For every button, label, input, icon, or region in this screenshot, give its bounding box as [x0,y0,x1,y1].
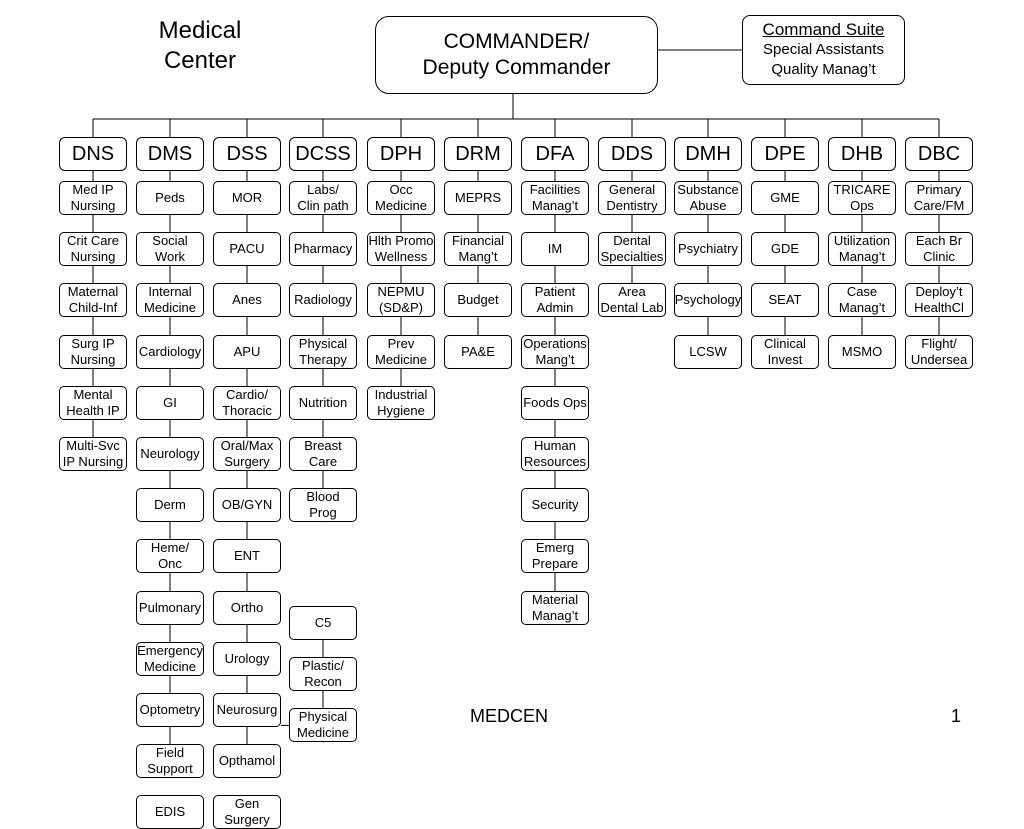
unit-multi-svc-ip-nursing: Multi-Svc IP Nursing [59,437,127,471]
unit-deploy-t-healthcl: Deploy’t HealthCl [905,283,973,318]
unit-cardiology: Cardiology [136,334,204,369]
unit-edis: EDIS [136,795,204,829]
page-number: 1 [951,706,962,726]
unit-patient-admin: Patient Admin [521,283,589,318]
unit-ortho: Ortho [213,590,281,625]
unit-mor: MOR [213,181,281,215]
unit-budget: Budget [444,283,512,318]
commander-box: COMMANDER/ Deputy Commander [375,16,658,94]
chart-title: Medical Center [158,17,242,74]
header-drm: DRM [444,137,512,171]
unit-pa-e: PA&E [444,334,512,369]
command-suite-special-assistants: Special Assistants [763,41,884,58]
unit-labs-clin-path: Labs/ Clin path [289,181,357,215]
unit-case-manag-t: Case Manag’t [828,283,896,318]
header-dds: DDS [598,137,666,171]
unit-c5: C5 [289,606,357,640]
unit-plastic-recon: Plastic/ Recon [289,657,357,692]
header-dns: DNS [59,137,127,171]
unit-foods-ops: Foods Ops [521,385,589,420]
unit-surg-ip-nursing: Surg IP Nursing [59,334,127,369]
command-suite-quality: Quality Manag’t [771,61,876,78]
unit-psychology: Psychology [674,283,742,318]
header-dbc: DBC [905,137,973,171]
unit-human-resources: Human Resources [521,437,589,471]
unit-gi: GI [136,385,204,420]
unit-gde: GDE [751,232,819,267]
header-dhb: DHB [828,137,896,171]
unit-hlth-promo-wellness: Hlth Promo Wellness [367,232,435,267]
unit-utilization-manag-t: Utilization Manag’t [828,232,896,267]
unit-clinical-invest: Clinical Invest [751,334,819,369]
unit-ob-gyn: OB/GYN [213,488,281,523]
header-dpe: DPE [751,137,819,171]
unit-heme-onc: Heme/ Onc [136,539,204,574]
unit-seat: SEAT [751,283,819,318]
unit-oral-max-surgery: Oral/Max Surgery [213,437,281,471]
unit-pharmacy: Pharmacy [289,232,357,267]
unit-emerg-prepare: Emerg Prepare [521,539,589,574]
unit-med-ip-nursing: Med IP Nursing [59,181,127,215]
unit-operations-mang-t: Operations Mang’t [521,334,589,369]
unit-peds: Peds [136,181,204,215]
unit-psychiatry: Psychiatry [674,232,742,267]
unit-primary-care-fm: Primary Care/FM [905,181,973,215]
unit-apu: APU [213,334,281,369]
unit-flight-undersea: Flight/ Undersea [905,334,973,369]
unit-gme: GME [751,181,819,215]
unit-tricare-ops: TRICARE Ops [828,181,896,215]
unit-urology: Urology [213,641,281,676]
header-dcss: DCSS [289,137,357,171]
unit-occ-medicine: Occ Medicine [367,181,435,215]
unit-ent: ENT [213,539,281,574]
unit-field-support: Field Support [136,744,204,779]
unit-emergency-medicine: Emergency Medicine [136,641,204,676]
unit-substance-abuse: Substance Abuse [674,181,742,215]
header-dms: DMS [136,137,204,171]
unit-physical-therapy: Physical Therapy [289,334,357,369]
unit-material-manag-t: Material Manag’t [521,590,589,625]
unit-crit-care-nursing: Crit Care Nursing [59,232,127,267]
unit-pacu: PACU [213,232,281,267]
unit-facilities-manag-t: Facilities Manag’t [521,181,589,215]
unit-maternal-child-inf: Maternal Child-Inf [59,283,127,318]
command-suite-box: Command Suite Special Assistants Quality… [742,15,905,85]
unit-social-work: Social Work [136,232,204,267]
header-dss: DSS [213,137,281,171]
command-suite-title: Command Suite [762,20,885,39]
unit-blood-prog: Blood Prog [289,488,357,523]
unit-neurosurg: Neurosurg [213,693,281,727]
unit-derm: Derm [136,488,204,523]
unit-meprs: MEPRS [444,181,512,215]
unit-general-dentistry: General Dentistry [598,181,666,215]
unit-internal-medicine: Internal Medicine [136,283,204,318]
unit-nutrition: Nutrition [289,385,357,420]
unit-opthamol: Opthamol [213,744,281,779]
header-dmh: DMH [674,137,742,171]
unit-prev-medicine: Prev Medicine [367,334,435,369]
unit-area-dental-lab: Area Dental Lab [598,283,666,318]
unit-pulmonary: Pulmonary [136,590,204,625]
unit-security: Security [521,488,589,523]
header-dph: DPH [367,137,435,171]
unit-mental-health-ip: Mental Health IP [59,385,127,420]
footer-label: MEDCEN [470,706,549,726]
header-dfa: DFA [521,137,589,171]
unit-industrial-hygiene: Industrial Hygiene [367,385,435,420]
unit-dental-specialties: Dental Specialties [598,232,666,267]
unit-each-br-clinic: Each Br Clinic [905,232,973,267]
unit-breast-care: Breast Care [289,437,357,471]
unit-nepmu-sd-p: NEPMU (SD&P) [367,283,435,318]
unit-financial-mang-t: Financial Mang’t [444,232,512,267]
unit-optometry: Optometry [136,693,204,727]
unit-cardio-thoracic: Cardio/ Thoracic [213,385,281,420]
unit-physical-medicine: Physical Medicine [289,708,357,743]
unit-msmo: MSMO [828,334,896,369]
unit-lcsw: LCSW [674,334,742,369]
unit-neurology: Neurology [136,437,204,471]
unit-anes: Anes [213,283,281,318]
unit-im: IM [521,232,589,267]
unit-gen-surgery: Gen Surgery [213,795,281,829]
unit-radiology: Radiology [289,283,357,318]
